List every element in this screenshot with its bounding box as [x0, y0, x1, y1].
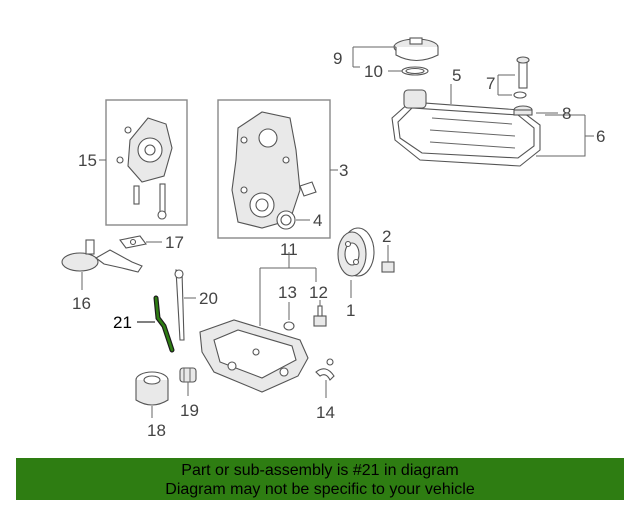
part-12-drain-bolt[interactable]: [313, 305, 327, 327]
callout-10: 10: [364, 62, 383, 81]
part-1-crankshaft-pulley[interactable]: [337, 227, 375, 277]
callout-16: 16: [72, 294, 91, 313]
callout-14: 14: [316, 403, 335, 422]
part-10-filler-cap-seal[interactable]: [401, 66, 429, 76]
callout-18: 18: [147, 421, 166, 440]
callout-15: 15: [78, 151, 97, 170]
callout-17: 17: [165, 233, 184, 252]
callout-7: 7: [486, 74, 495, 93]
callout-13: 13: [278, 283, 297, 302]
callout-8: 8: [562, 104, 571, 123]
part-18-oil-filter[interactable]: [135, 371, 169, 406]
callout-3: 3: [339, 161, 348, 180]
callout-1: 1: [346, 301, 355, 320]
banner-line-1: Part or sub-assembly is #21 in diagram: [181, 462, 459, 479]
part-13-drain-washer[interactable]: [283, 321, 295, 331]
part-14-baffle-plate[interactable]: [315, 358, 335, 381]
callout-5: 5: [452, 66, 461, 85]
info-banner: Part or sub-assembly is #21 in diagram D…: [16, 458, 624, 500]
part-15-oil-pump[interactable]: [116, 117, 173, 220]
part-7-valve-cover-bolt[interactable]: [513, 56, 530, 99]
callout-21: 21: [113, 313, 132, 332]
leader-6: [536, 114, 586, 157]
callout-2: 2: [382, 227, 391, 246]
part-17-strainer-gasket[interactable]: [119, 235, 147, 249]
leader-11: [259, 252, 317, 326]
callout-11: 11: [280, 240, 298, 259]
part-3-timing-chain-cover[interactable]: [231, 111, 317, 229]
part-21-dipstick-guide[interactable]: [153, 295, 175, 353]
part-20-dipstick[interactable]: [174, 269, 185, 341]
part-11-oil-pan[interactable]: [199, 319, 309, 393]
callout-6: 6: [596, 127, 605, 146]
part-19-filter-fitting[interactable]: [179, 367, 197, 383]
callout-20: 20: [199, 289, 218, 308]
part-8-grommet[interactable]: [513, 105, 533, 116]
part-16-oil-strainer[interactable]: [61, 239, 143, 273]
part-9-oil-filler-cap[interactable]: [393, 37, 439, 62]
leader-7: [497, 74, 515, 96]
callout-4: 4: [313, 211, 322, 230]
part-5-valve-cover[interactable]: [391, 89, 541, 167]
part-4-crankshaft-oil-seal[interactable]: [276, 210, 296, 230]
callout-12: 12: [309, 283, 328, 302]
group-box-15: [105, 99, 188, 226]
callout-19: 19: [180, 401, 199, 420]
banner-line-2: Diagram may not be specific to your vehi…: [165, 481, 475, 498]
group-box-3: [217, 99, 331, 239]
leader-9: [352, 46, 396, 68]
callout-9: 9: [333, 49, 342, 68]
part-2-pulley-bolt[interactable]: [381, 245, 395, 273]
